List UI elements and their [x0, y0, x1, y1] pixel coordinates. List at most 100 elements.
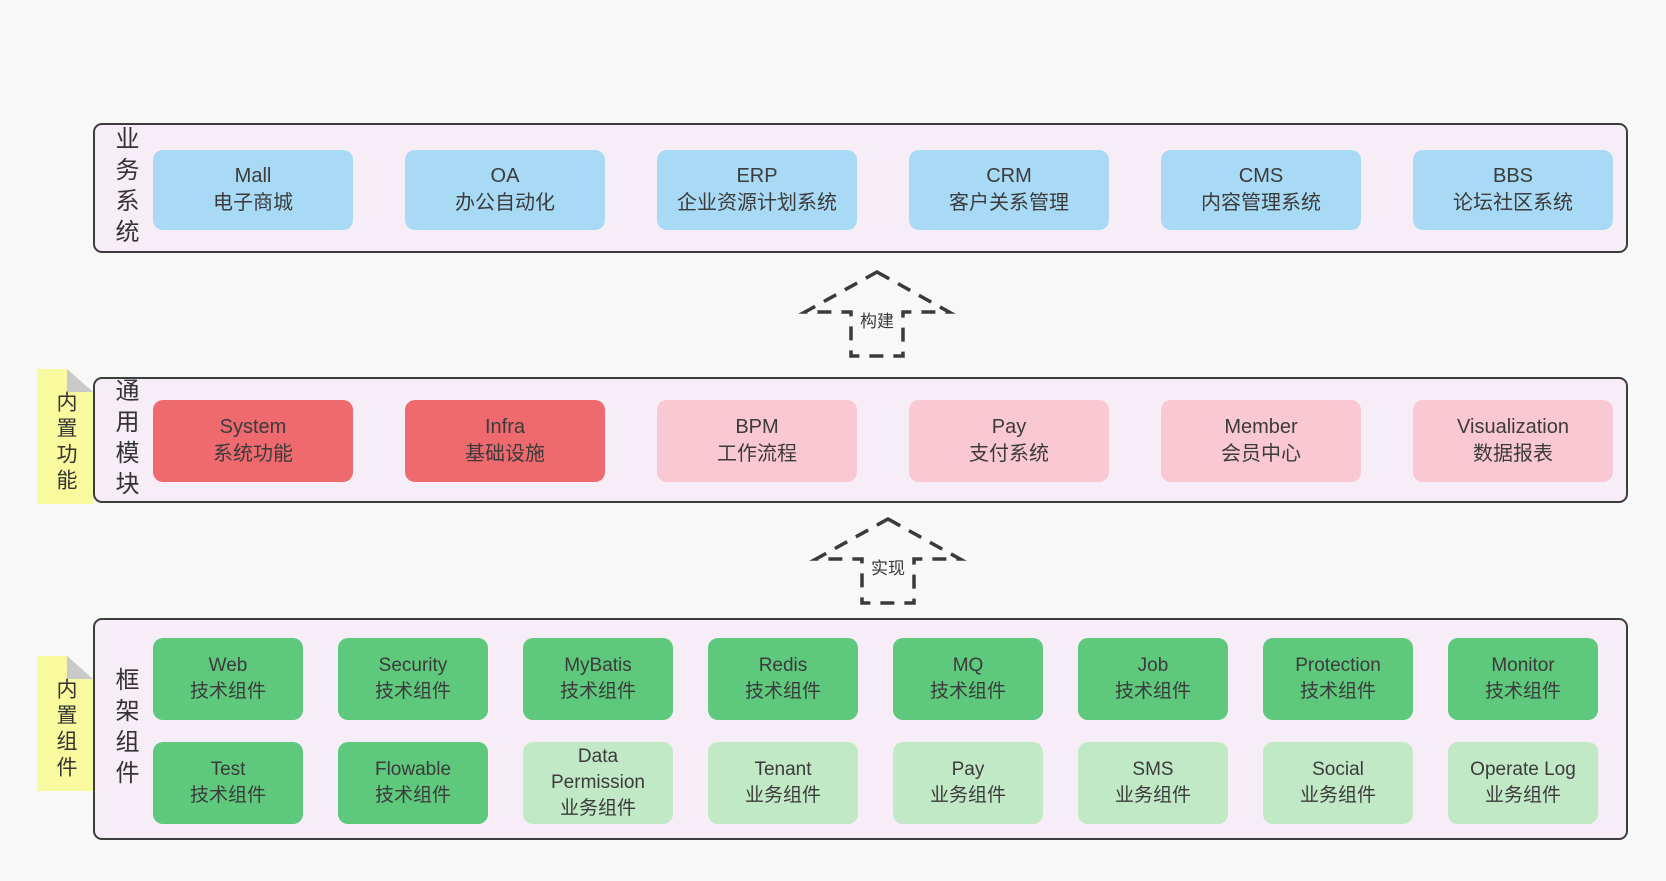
box-test: Test 技术组件 — [153, 742, 303, 824]
box-title: MyBatis — [564, 655, 632, 676]
box-subtitle: 业务组件 — [1484, 785, 1561, 806]
box-subtitle: 技术组件 — [929, 681, 1006, 702]
box-subtitle: 客户关系管理 — [949, 192, 1069, 214]
band-label-common-modules: 通用模块 — [111, 378, 138, 502]
box-data-permission: Data Permission 业务组件 — [523, 742, 673, 824]
box-subtitle: 工作流程 — [717, 443, 797, 465]
box-title: Tenant — [754, 759, 812, 780]
sticky-note-label: 内置组件 — [54, 677, 77, 782]
box-redis: Redis 技术组件 — [708, 638, 858, 720]
box-title: OA — [490, 165, 520, 187]
box-title: MQ — [952, 655, 984, 676]
box-title: Mall — [234, 165, 272, 187]
box-title: SMS — [1132, 759, 1174, 780]
band-framework-components: 框架组件 Web 技术组件 Security 技术组件 MyBatis 技术组件… — [93, 618, 1628, 840]
box-subtitle: 技术组件 — [1484, 681, 1561, 702]
sticky-note-label: 内置功能 — [54, 390, 77, 495]
box-system: System 系统功能 — [153, 400, 353, 482]
box-subtitle: 电子商城 — [213, 192, 293, 214]
box-subtitle: 支付系统 — [969, 443, 1049, 465]
box-bbs: BBS 论坛社区系统 — [1413, 150, 1613, 230]
box-subtitle: 企业资源计划系统 — [677, 192, 837, 214]
box-title: ERP — [736, 165, 778, 187]
box-visualization: Visualization 数据报表 — [1413, 400, 1613, 482]
box-title: BBS — [1492, 165, 1534, 187]
box-title: BPM — [735, 416, 779, 438]
arrow-implement: 实现 — [808, 515, 968, 607]
box-subtitle: 基础设施 — [465, 443, 545, 465]
box-subtitle: 技术组件 — [189, 785, 266, 806]
box-member: Member 会员中心 — [1161, 400, 1361, 482]
box-protection: Protection 技术组件 — [1263, 638, 1413, 720]
box-subtitle: 技术组件 — [1299, 681, 1376, 702]
box-bpm: BPM 工作流程 — [657, 400, 857, 482]
box-web: Web 技术组件 — [153, 638, 303, 720]
box-subtitle: 业务组件 — [1114, 785, 1191, 806]
box-mybatis: MyBatis 技术组件 — [523, 638, 673, 720]
box-title: Pay — [951, 759, 985, 780]
box-subtitle: 技术组件 — [1114, 681, 1191, 702]
sticky-note-icon — [37, 369, 93, 504]
box-title: Visualization — [1457, 416, 1569, 438]
box-title: Social — [1312, 759, 1364, 780]
box-subtitle: 技术组件 — [374, 785, 451, 806]
box-subtitle: 业务组件 — [929, 785, 1006, 806]
box-erp: ERP 企业资源计划系统 — [657, 150, 857, 230]
box-title: Job — [1137, 655, 1169, 676]
box-cms: CMS 内容管理系统 — [1161, 150, 1361, 230]
box-subtitle: 技术组件 — [559, 681, 636, 702]
box-title: Test — [210, 759, 246, 780]
box-title: CMS — [1238, 165, 1284, 187]
box-subtitle: 技术组件 — [744, 681, 821, 702]
box-title: Redis — [758, 655, 808, 676]
box-title: Protection — [1295, 655, 1381, 676]
box-pay-system: Pay 支付系统 — [909, 400, 1109, 482]
box-subtitle: 数据报表 — [1473, 443, 1553, 465]
box-title: Pay — [991, 416, 1027, 438]
box-security: Security 技术组件 — [338, 638, 488, 720]
box-subtitle: 内容管理系统 — [1201, 192, 1321, 214]
box-oa: OA 办公自动化 — [405, 150, 605, 230]
dashed-up-arrow-icon — [809, 516, 967, 605]
band-common-modules: 通用模块 System 系统功能 Infra 基础设施 BPM 工作流程 Pay… — [93, 377, 1628, 503]
box-subtitle: 业务组件 — [744, 785, 821, 806]
sticky-note-built-in-components: 内置组件 — [37, 656, 93, 791]
note-fold-corner — [67, 369, 93, 392]
band-label-framework-components: 框架组件 — [111, 667, 138, 791]
box-title: Flowable — [374, 759, 452, 780]
box-social: Social 业务组件 — [1263, 742, 1413, 824]
box-tenant: Tenant 业务组件 — [708, 742, 858, 824]
box-subtitle: 技术组件 — [189, 681, 266, 702]
box-title: Web — [208, 655, 248, 676]
band-label-business-systems: 业务系统 — [111, 126, 138, 250]
band-business-systems: 业务系统 Mall 电子商城 OA 办公自动化 ERP 企业资源计划系统 CRM… — [93, 123, 1628, 253]
box-subtitle: 业务组件 — [1299, 785, 1376, 806]
box-pay-component: Pay 业务组件 — [893, 742, 1043, 824]
box-monitor: Monitor 技术组件 — [1448, 638, 1598, 720]
box-mall: Mall 电子商城 — [153, 150, 353, 230]
box-subtitle: 技术组件 — [374, 681, 451, 702]
box-subtitle: 论坛社区系统 — [1453, 192, 1573, 214]
box-mq: MQ 技术组件 — [893, 638, 1043, 720]
box-title: Monitor — [1491, 655, 1555, 676]
box-operate-log: Operate Log 业务组件 — [1448, 742, 1598, 824]
box-title: Member — [1224, 416, 1298, 438]
arrow-implement-label: 实现 — [867, 552, 909, 581]
box-subtitle: 办公自动化 — [455, 192, 555, 214]
sticky-note-icon — [37, 656, 93, 791]
box-flowable: Flowable 技术组件 — [338, 742, 488, 824]
arrow-build-label: 构建 — [856, 305, 898, 334]
box-subtitle: 业务组件 — [559, 798, 636, 819]
box-job: Job 技术组件 — [1078, 638, 1228, 720]
box-subtitle: 会员中心 — [1221, 443, 1301, 465]
box-sms: SMS 业务组件 — [1078, 742, 1228, 824]
box-subtitle: 系统功能 — [213, 443, 293, 465]
box-title: Data Permission — [551, 746, 645, 793]
dashed-up-arrow-icon — [798, 269, 956, 358]
box-title: Security — [378, 655, 448, 676]
box-title: CRM — [986, 165, 1032, 187]
box-infra: Infra 基础设施 — [405, 400, 605, 482]
sticky-note-built-in-features: 内置功能 — [37, 369, 93, 504]
note-fold-corner — [67, 656, 93, 679]
